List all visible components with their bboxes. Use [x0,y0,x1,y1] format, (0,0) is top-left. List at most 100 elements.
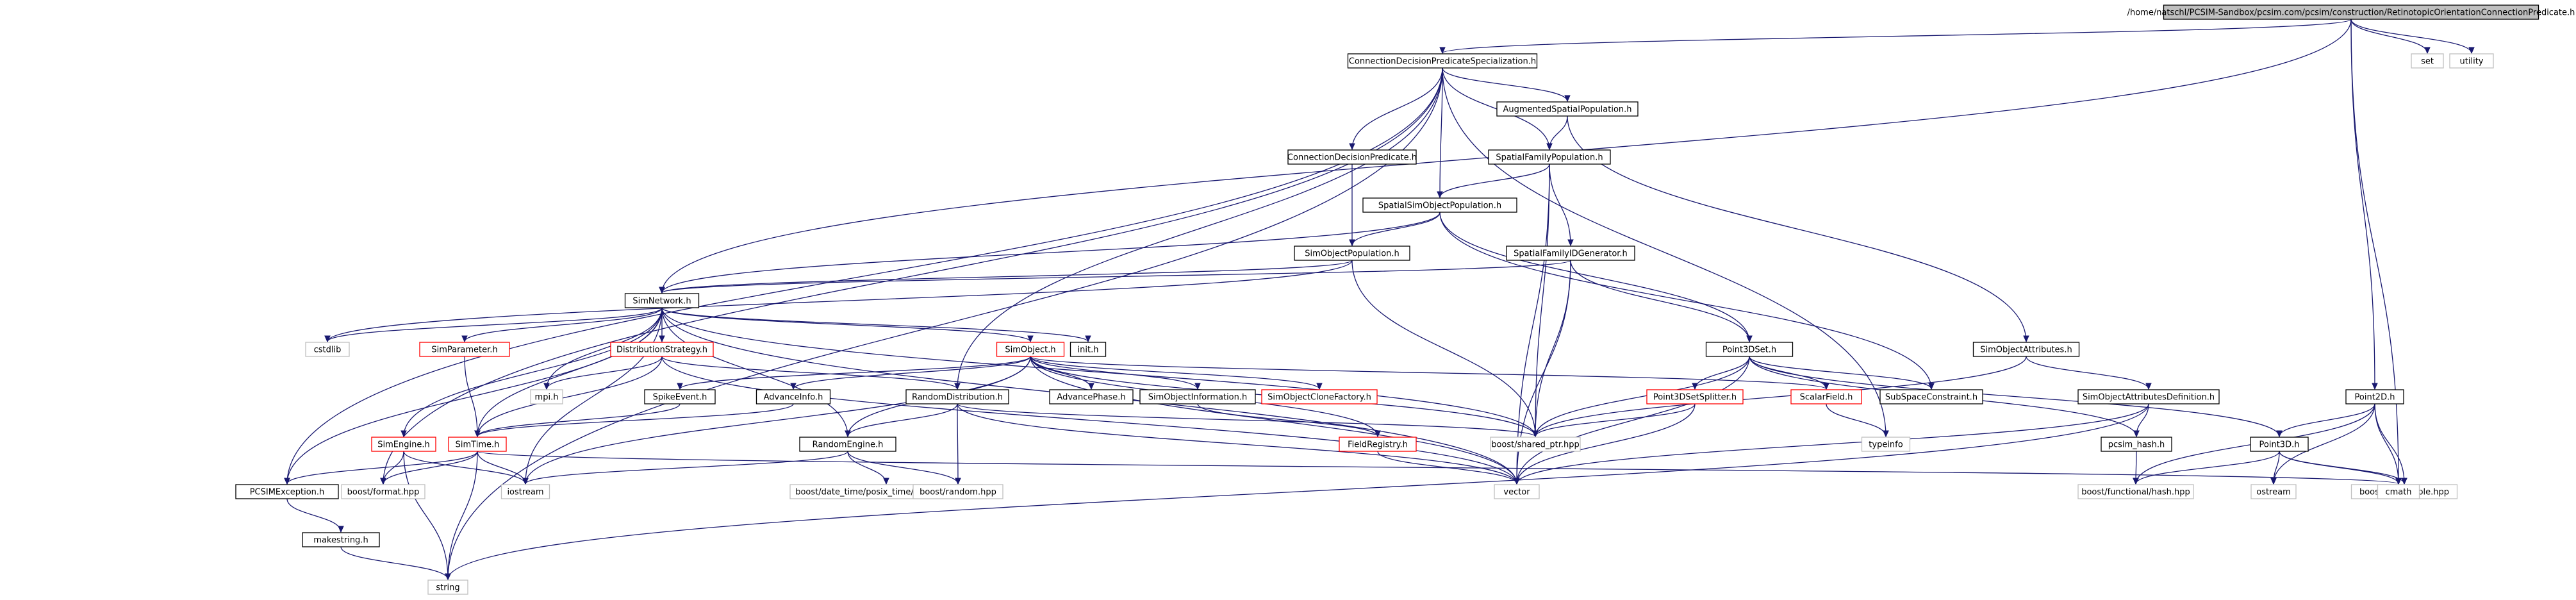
edge-line [1439,212,1750,342]
edge-line [1442,67,1887,437]
node-asp[interactable]: AugmentedSpatialPopulation.h [1496,101,1639,117]
node-pcsimexc[interactable]: PCSIMException.h [235,484,339,499]
node-label: Point2D.h [2355,393,2395,403]
edge-line [1439,212,1932,390]
node-p3dset[interactable]: Point3DSet.h [1705,342,1794,357]
node-cmath[interactable]: cmath [2377,484,2420,499]
edge-line [661,260,1571,294]
edge-soattrdef-to-vector [1514,403,2149,485]
node-box [1861,437,1911,452]
node-typeinfo[interactable]: typeinfo [1861,437,1911,452]
node-p3dsplit[interactable]: Point3DSetSplitter.h [1646,389,1744,404]
node-box [1490,437,1581,452]
edge-line [1516,403,1696,485]
node-point3d[interactable]: Point3D.h [2250,437,2309,452]
node-label: boost/shared_ptr.hpp [1491,440,1580,450]
edge-line [525,307,663,485]
node-box [1049,389,1134,404]
node-cdp[interactable]: ConnectionDecisionPredicate.h [1287,149,1417,165]
node-soinfo[interactable]: SimObjectInformation.h [1139,389,1256,404]
node-box [341,484,425,499]
edge-spikeevent-to-simtime [474,403,681,438]
node-cdps[interactable]: ConnectionDecisionPredicateSpecializatio… [1347,53,1538,69]
edge-line [403,307,663,437]
edge-line [403,451,449,580]
arrowhead [1194,383,1201,390]
edge-simobj-to-soinfo [1030,356,1201,390]
node-scalarfield[interactable]: ScalarField.h [1790,389,1862,404]
node-makestring[interactable]: makestring.h [302,532,380,547]
node-label: SimObjectInformation.h [1148,393,1248,403]
node-sharedptr[interactable]: boost/shared_ptr.hpp [1490,437,1581,452]
node-box [1139,389,1256,404]
node-box [1339,437,1417,452]
node-spikeevent[interactable]: SpikeEvent.h [644,389,716,404]
node-fieldreg[interactable]: FieldRegistry.h [1339,437,1417,452]
arrowhead [1532,430,1539,438]
node-box [1287,149,1417,165]
node-simnet[interactable]: SimNetwork.h [624,293,700,308]
node-label: SimObjectCloneFactory.h [1267,393,1371,403]
node-point2d[interactable]: Point2D.h [2345,389,2404,404]
edge-line [957,403,1536,437]
node-sfp[interactable]: SpatialFamilyPopulation.h [1488,149,1611,165]
edge-line [1826,403,1887,437]
node-root[interactable]: /home/natschl/PCSIM-Sandbox/pcsim.com/pc… [2127,4,2575,20]
node-box [1347,53,1538,69]
node-randengine[interactable]: RandomEngine.h [799,437,896,452]
node-box [912,484,1003,499]
node-vector[interactable]: vector [1494,484,1540,499]
node-label: RandomEngine.h [813,440,884,450]
node-boostformat[interactable]: boost/format.hpp [341,484,425,499]
edge-makestring-to-string [340,546,451,581]
arrowhead [522,478,529,485]
node-ssop[interactable]: SpatialSimObjectPopulation.h [1362,197,1517,213]
edge-line [1439,67,1443,198]
edge-line [2374,403,2405,485]
edge-line [1549,163,1571,246]
node-string[interactable]: string [427,579,468,595]
node-simtime[interactable]: SimTime.h [448,437,507,452]
edge-line [286,307,663,485]
edge-simtime-to-cmath [477,451,2402,485]
node-subspace[interactable]: SubSpaceConstraint.h [1879,389,1983,404]
node-set[interactable]: set [2411,53,2444,69]
node-boostrandom[interactable]: boost/random.hpp [912,484,1003,499]
node-iostream[interactable]: iostream [500,484,550,499]
node-simobj[interactable]: SimObject.h [996,342,1065,357]
node-diststrat[interactable]: DistributionStrategy.h [610,342,714,357]
node-box [996,342,1065,357]
node-funchash[interactable]: boost/functional/hash.hpp [2077,484,2194,499]
node-utility[interactable]: utility [2449,53,2494,69]
node-randdist[interactable]: RandomDistribution.h [905,389,1009,404]
edge-line [2350,19,2428,54]
node-layer: /home/natschl/PCSIM-Sandbox/pcsim.com/pc… [235,4,2575,595]
node-label: FieldRegistry.h [1348,440,1408,450]
node-sfidg[interactable]: SpatialFamilyIDGenerator.h [1506,246,1635,261]
node-mpi[interactable]: mpi.h [530,389,563,404]
node-sop[interactable]: SimObjectPopulation.h [1294,246,1410,261]
node-advphase[interactable]: AdvancePhase.h [1049,389,1134,404]
node-advinfo[interactable]: AdvanceInfo.h [755,389,831,404]
edge-line [403,451,526,485]
node-box [427,579,468,595]
edge-line [2374,403,2399,485]
edge-line [1749,356,2280,437]
node-simparam[interactable]: SimParameter.h [419,342,510,357]
node-box [2377,484,2420,499]
node-cstdlib[interactable]: cstdlib [305,342,350,357]
edge-line [546,307,663,390]
node-simengine[interactable]: SimEngine.h [371,437,436,452]
arrowhead [474,430,481,438]
node-soattrdef[interactable]: SimObjectAttributesDefinition.h [2077,389,2220,404]
node-soattr[interactable]: SimObjectAttributes.h [1972,342,2080,357]
edge-point3d-to-tuple [2279,451,2407,485]
edge-advinfo-to-simtime [474,403,794,438]
node-soclone[interactable]: SimObjectCloneFactory.h [1261,389,1378,404]
node-init[interactable]: init.h [1069,342,1107,357]
node-label: SimObjectPopulation.h [1305,249,1399,259]
node-pcsimhash[interactable]: pcsim_hash.h [2101,437,2172,452]
node-label: PCSIMException.h [250,488,325,497]
node-ostream[interactable]: ostream [2250,484,2297,499]
edge-root-to-cdps [1439,19,2352,54]
